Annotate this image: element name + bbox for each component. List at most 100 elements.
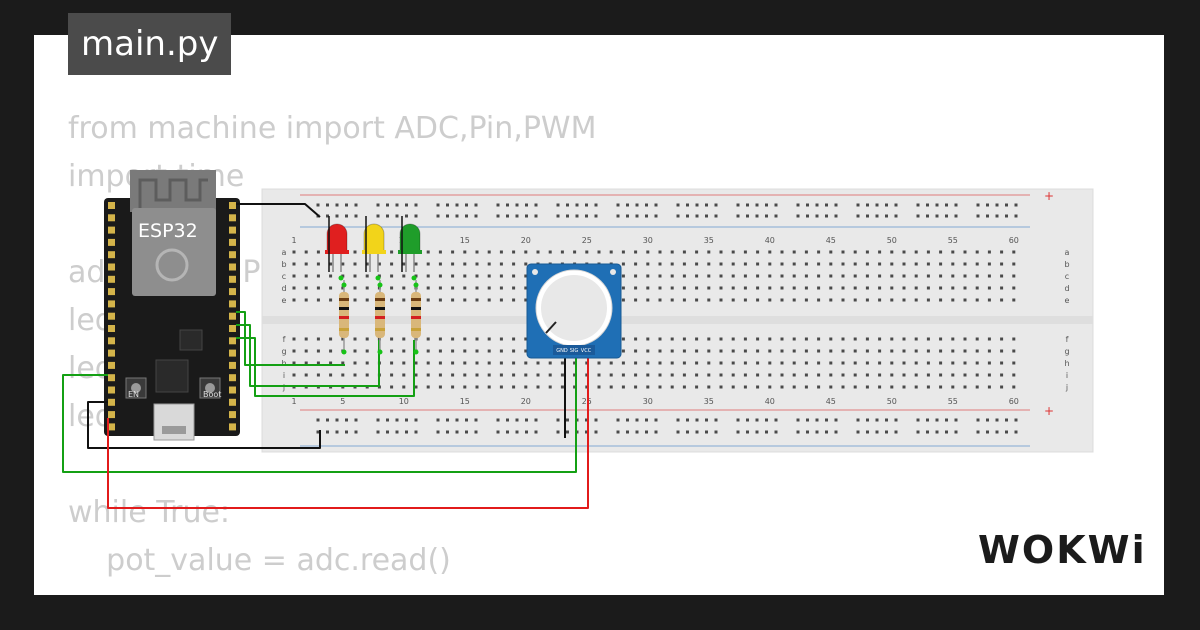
rail-hole xyxy=(395,214,399,218)
rail-hole xyxy=(774,418,778,422)
breadboard-hole xyxy=(524,274,528,278)
breadboard-hole xyxy=(853,349,857,353)
micro-usb-port[interactable] xyxy=(153,403,195,441)
resistor-pin-indicator xyxy=(377,282,383,288)
header-pin-right xyxy=(229,288,236,296)
breadboard-hole xyxy=(756,385,760,389)
rail-hole xyxy=(995,203,999,207)
rail-hole xyxy=(635,214,639,218)
esp32-board[interactable]: ESP32 EN Boot xyxy=(104,170,240,441)
breadboard-hole xyxy=(792,337,796,341)
breadboard-hole xyxy=(365,298,369,302)
header-pin-right xyxy=(229,349,236,357)
breadboard-hole xyxy=(682,262,686,266)
breadboard-hole xyxy=(414,262,418,266)
rail-hole xyxy=(676,418,680,422)
breadboard-hole xyxy=(451,337,455,341)
breadboard-hole xyxy=(353,337,357,341)
rail-hole xyxy=(354,203,358,207)
column-number: 1 xyxy=(291,397,296,406)
breadboard-hole xyxy=(707,298,711,302)
chip-label: ESP32 xyxy=(138,220,198,242)
breadboard-hole xyxy=(841,349,845,353)
header-pin-left xyxy=(108,312,115,320)
rail-hole xyxy=(806,214,809,218)
row-letter: h xyxy=(1064,359,1069,368)
breadboard-hole xyxy=(817,385,821,389)
mount-hole-tr xyxy=(610,269,616,275)
rail-hole xyxy=(774,214,778,218)
breadboard-hole xyxy=(865,337,869,341)
resistor[interactable] xyxy=(339,292,349,338)
breadboard-hole xyxy=(402,298,406,302)
breadboard-hole xyxy=(865,373,869,377)
breadboard-hole xyxy=(365,373,369,377)
header-pin-left xyxy=(108,411,115,419)
rail-hole xyxy=(986,203,989,207)
breadboard-hole xyxy=(963,298,967,302)
breadboard-hole xyxy=(682,274,686,278)
rail-hole xyxy=(926,418,929,422)
column-number: 45 xyxy=(826,397,836,406)
breadboard-hole xyxy=(829,349,833,353)
breadboard-hole xyxy=(451,361,455,365)
breadboard-hole xyxy=(438,373,442,377)
breadboard-hole xyxy=(731,373,735,377)
breadboard-hole xyxy=(499,298,503,302)
breadboard-hole xyxy=(975,361,979,365)
breadboard-hole xyxy=(390,286,394,290)
breadboard-hole xyxy=(890,385,894,389)
wire-yellow-led xyxy=(236,324,380,387)
row-letter: j xyxy=(1065,383,1068,392)
breadboard-hole xyxy=(487,385,491,389)
breadboard-hole xyxy=(1000,349,1004,353)
breadboard-hole xyxy=(451,262,455,266)
breadboard-hole xyxy=(914,298,918,302)
breadboard-hole xyxy=(390,373,394,377)
breadboard-hole xyxy=(304,262,308,266)
resistor[interactable] xyxy=(411,292,421,338)
breadboard-hole xyxy=(853,274,857,278)
rail-hole xyxy=(1014,203,1018,207)
rail-hole xyxy=(714,418,718,422)
rail-hole xyxy=(395,203,399,207)
rail-hole xyxy=(575,203,579,207)
rail-hole xyxy=(755,430,759,434)
breadboard-hole xyxy=(731,298,735,302)
breadboard-hole xyxy=(792,373,796,377)
rail-hole xyxy=(626,214,629,218)
rail-hole xyxy=(465,418,468,422)
breadboard-hole xyxy=(524,349,528,353)
column-number: 30 xyxy=(643,236,653,245)
green-led[interactable] xyxy=(399,223,421,253)
breadboard-hole xyxy=(512,298,516,302)
rail-hole xyxy=(825,214,828,218)
breadboard-hole xyxy=(951,298,955,302)
yellow-led[interactable] xyxy=(363,223,385,253)
rail-hole xyxy=(885,430,888,434)
potentiometer-knob[interactable] xyxy=(541,275,607,341)
breadboard-hole xyxy=(438,361,442,365)
rail-hole xyxy=(654,203,658,207)
row-letter: h xyxy=(281,359,286,368)
breadboard-hole xyxy=(487,262,491,266)
resistor[interactable] xyxy=(375,292,385,338)
header-pin-left xyxy=(108,214,115,222)
breadboard-hole xyxy=(426,385,430,389)
rail-hole xyxy=(676,430,680,434)
column-number: 10 xyxy=(399,397,409,406)
breadboard-hole xyxy=(963,262,967,266)
rail-hole xyxy=(976,214,980,218)
rail-hole xyxy=(585,214,588,218)
breadboard[interactable]: + + 115510101515202025253030353540404545… xyxy=(261,188,1094,453)
breadboard-hole xyxy=(499,262,503,266)
breadboard-hole xyxy=(829,250,833,254)
red-led[interactable] xyxy=(326,223,348,253)
breadboard-hole xyxy=(646,286,650,290)
rail-hole xyxy=(714,214,718,218)
breadboard-hole xyxy=(987,298,991,302)
breadboard-hole xyxy=(804,250,808,254)
rail-hole xyxy=(986,214,989,218)
rail-hole xyxy=(446,430,449,434)
